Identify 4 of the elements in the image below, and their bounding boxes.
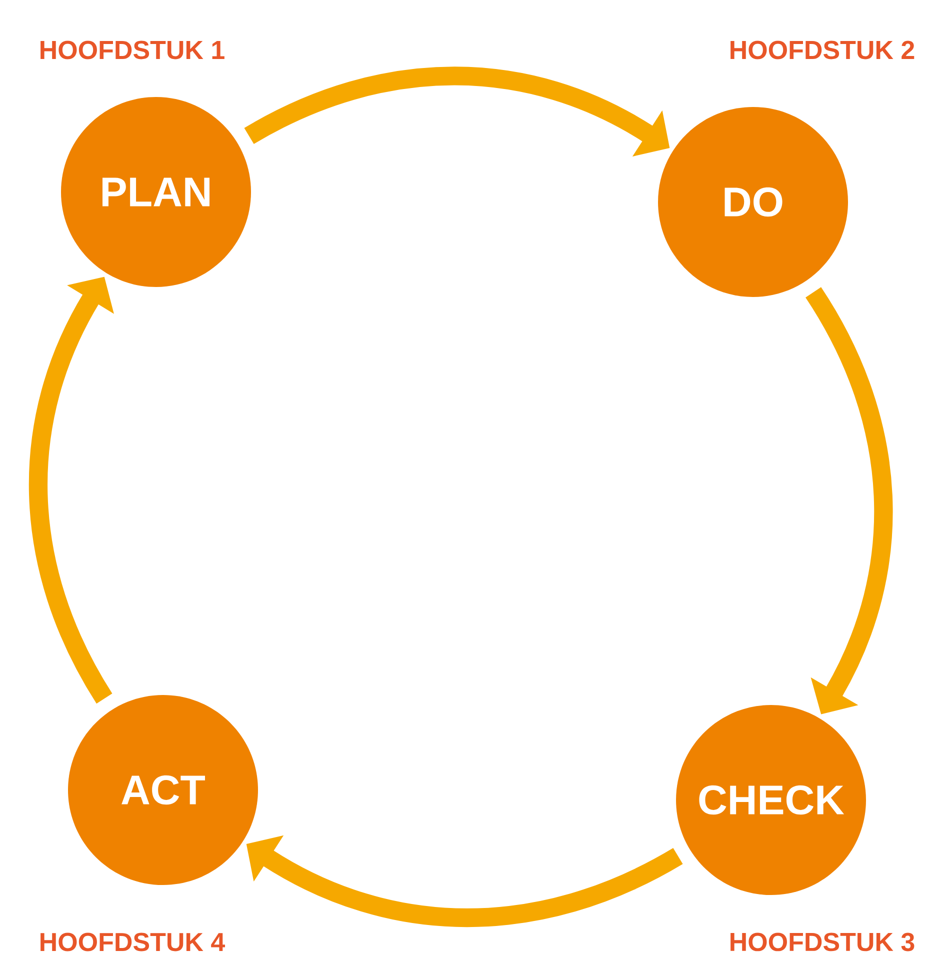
chapter-label: HOOFDSTUK 2	[730, 40, 914, 60]
chapter-label: HOOFDSTUK 3	[730, 932, 914, 952]
chapter-label: HOOFDSTUK 4	[40, 932, 225, 952]
chapter-label: HOOFDSTUK 1	[40, 40, 224, 60]
